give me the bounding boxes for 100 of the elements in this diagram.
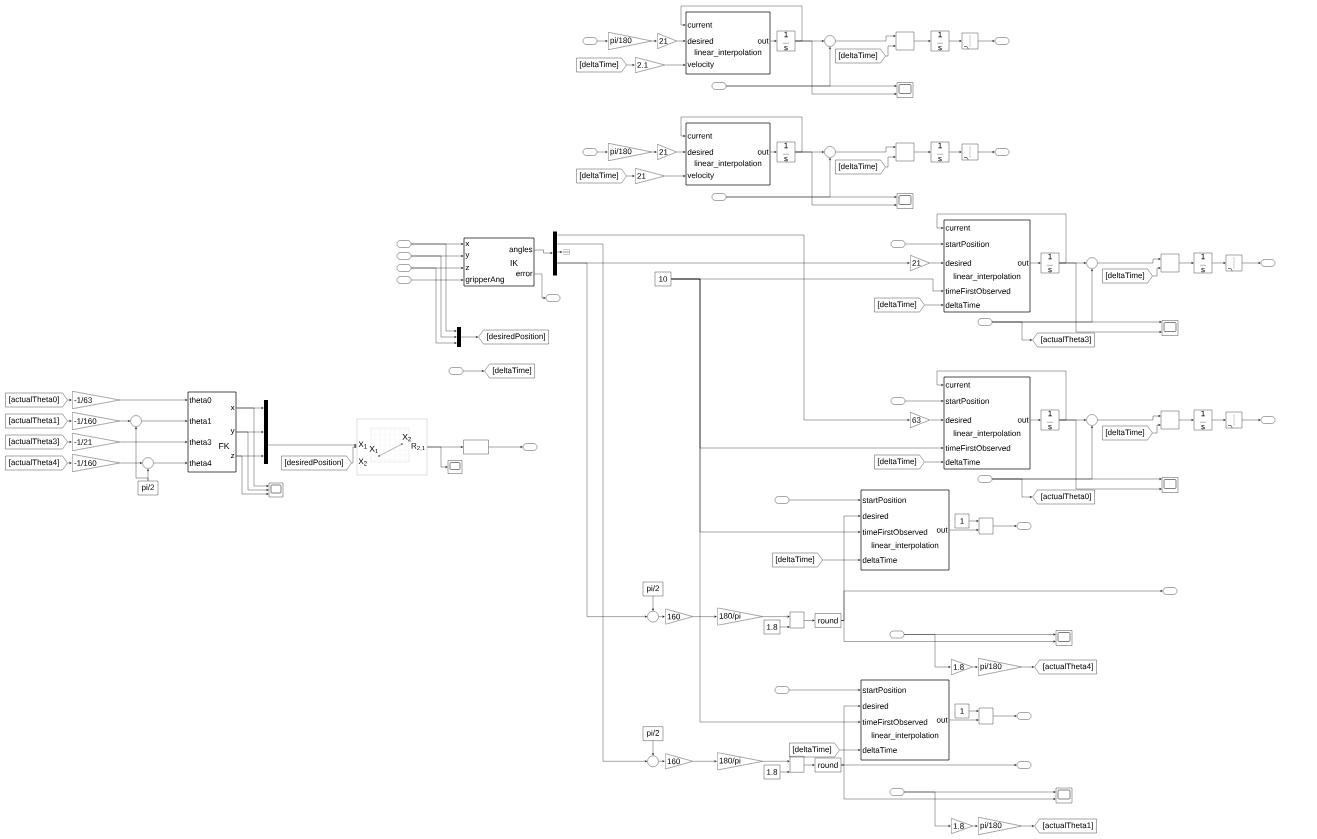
signal-line [652, 596, 654, 611]
constant-box: round [814, 757, 842, 773]
signal-line [665, 64, 686, 66]
signal-line [557, 243, 648, 763]
signal-line [1059, 419, 1162, 490]
from-tag: [deltaTime] [874, 297, 925, 313]
signal-line [1152, 424, 1161, 434]
port-label: y [465, 253, 470, 259]
signal-line [597, 40, 608, 42]
signal-line [652, 740, 654, 756]
function-block [860, 489, 950, 571]
from-tag: [deltaTime] [576, 168, 627, 184]
port-label: startPosition [945, 398, 989, 404]
saturation-block [1225, 254, 1243, 272]
signal-line [693, 760, 717, 763]
port-label: angles [509, 246, 533, 254]
saturation-block [961, 143, 979, 161]
constant-box: 1.8 [763, 619, 781, 635]
signal-line [680, 116, 803, 153]
integrator-block: 1 s [1193, 409, 1213, 431]
port-label: deltaTime [945, 302, 980, 308]
from-tag: [deltaTime] [835, 159, 886, 175]
goto-tag: [actualTheta0] [1032, 489, 1095, 505]
distance-block [356, 418, 428, 476]
signal-line [905, 400, 944, 402]
port-label: theta3 [189, 439, 212, 445]
signal-line [924, 304, 944, 306]
function-name: linear_interpolation [694, 160, 762, 168]
signal-line [658, 760, 665, 763]
signal-line [557, 262, 648, 618]
signal-line [120, 441, 188, 443]
signal-line [120, 462, 143, 464]
signal-line [626, 64, 635, 66]
signal-line [652, 151, 657, 153]
signal-line [789, 689, 861, 691]
block-box [895, 31, 915, 51]
gain-triangle: -1/160 [72, 454, 120, 472]
block-box [978, 517, 994, 535]
signal-line [1212, 419, 1226, 421]
signal-line [835, 35, 896, 42]
signal-line [978, 40, 995, 42]
port-label: desired [687, 38, 714, 44]
signal-line [841, 705, 861, 766]
signal-line [135, 426, 149, 481]
signal-line [658, 615, 665, 618]
port-label: X$_{2}$ [358, 458, 367, 466]
signal-line [770, 151, 777, 153]
goto-tag: [actualTheta4] [1034, 659, 1097, 675]
gain-triangle: 21 [635, 168, 665, 184]
port-label: startPosition [862, 687, 906, 693]
signal-line [427, 446, 448, 468]
signal-line [973, 825, 978, 827]
signal-line [1179, 419, 1194, 421]
gain-triangle: pi/180 [608, 32, 652, 50]
mux-bar [264, 400, 268, 464]
function-name: linear_interpolation [871, 732, 939, 740]
constant-box: round [814, 613, 842, 628]
signal-line [671, 278, 861, 723]
port-label: deltaTime [862, 557, 897, 563]
from-tag: [actualTheta0] [5, 392, 68, 408]
port-label: out [936, 717, 948, 723]
signal-line [795, 40, 897, 95]
signal-line [351, 446, 357, 464]
port-label: current [687, 22, 713, 28]
terminator-symbol [562, 249, 570, 255]
port-label: velocity [687, 172, 715, 180]
port-label: y [230, 429, 235, 435]
scope-block [896, 82, 914, 98]
signal-line [763, 615, 790, 618]
signal-line [1179, 262, 1194, 264]
integrator-block: 1 s [930, 30, 950, 52]
port-label: startPosition [862, 497, 906, 503]
function-block [187, 391, 237, 473]
signal-line [461, 336, 479, 338]
from-tag: [deltaTime] [1102, 425, 1153, 441]
gain-triangle: 2.1 [635, 57, 665, 73]
signal-line [153, 462, 188, 464]
signal-line [804, 619, 815, 622]
gain-triangle: 1.8 [951, 659, 973, 675]
function-block [685, 11, 771, 75]
signal-line [780, 626, 790, 628]
gain-triangle: pi/180 [608, 143, 652, 161]
port-label: z [230, 453, 235, 459]
signal-line [949, 151, 962, 153]
gain-triangle: -1/21 [72, 433, 120, 451]
port-label: velocity [687, 61, 715, 69]
scope-block [896, 193, 914, 209]
signal-line [993, 715, 1017, 717]
signal-line [930, 262, 944, 264]
integrator-block: 1 s [776, 30, 796, 52]
signal-line [992, 321, 1033, 341]
signal-line [677, 40, 686, 42]
signal-line [236, 431, 269, 491]
port-label: desired [687, 149, 714, 155]
gain-triangle: 1.8 [951, 818, 973, 834]
integrator-block: 1 s [930, 141, 950, 163]
function-name: linear_interpolation [953, 430, 1021, 438]
scope-block [1055, 787, 1073, 804]
signal-line [949, 529, 979, 531]
port-label: x [230, 405, 235, 411]
